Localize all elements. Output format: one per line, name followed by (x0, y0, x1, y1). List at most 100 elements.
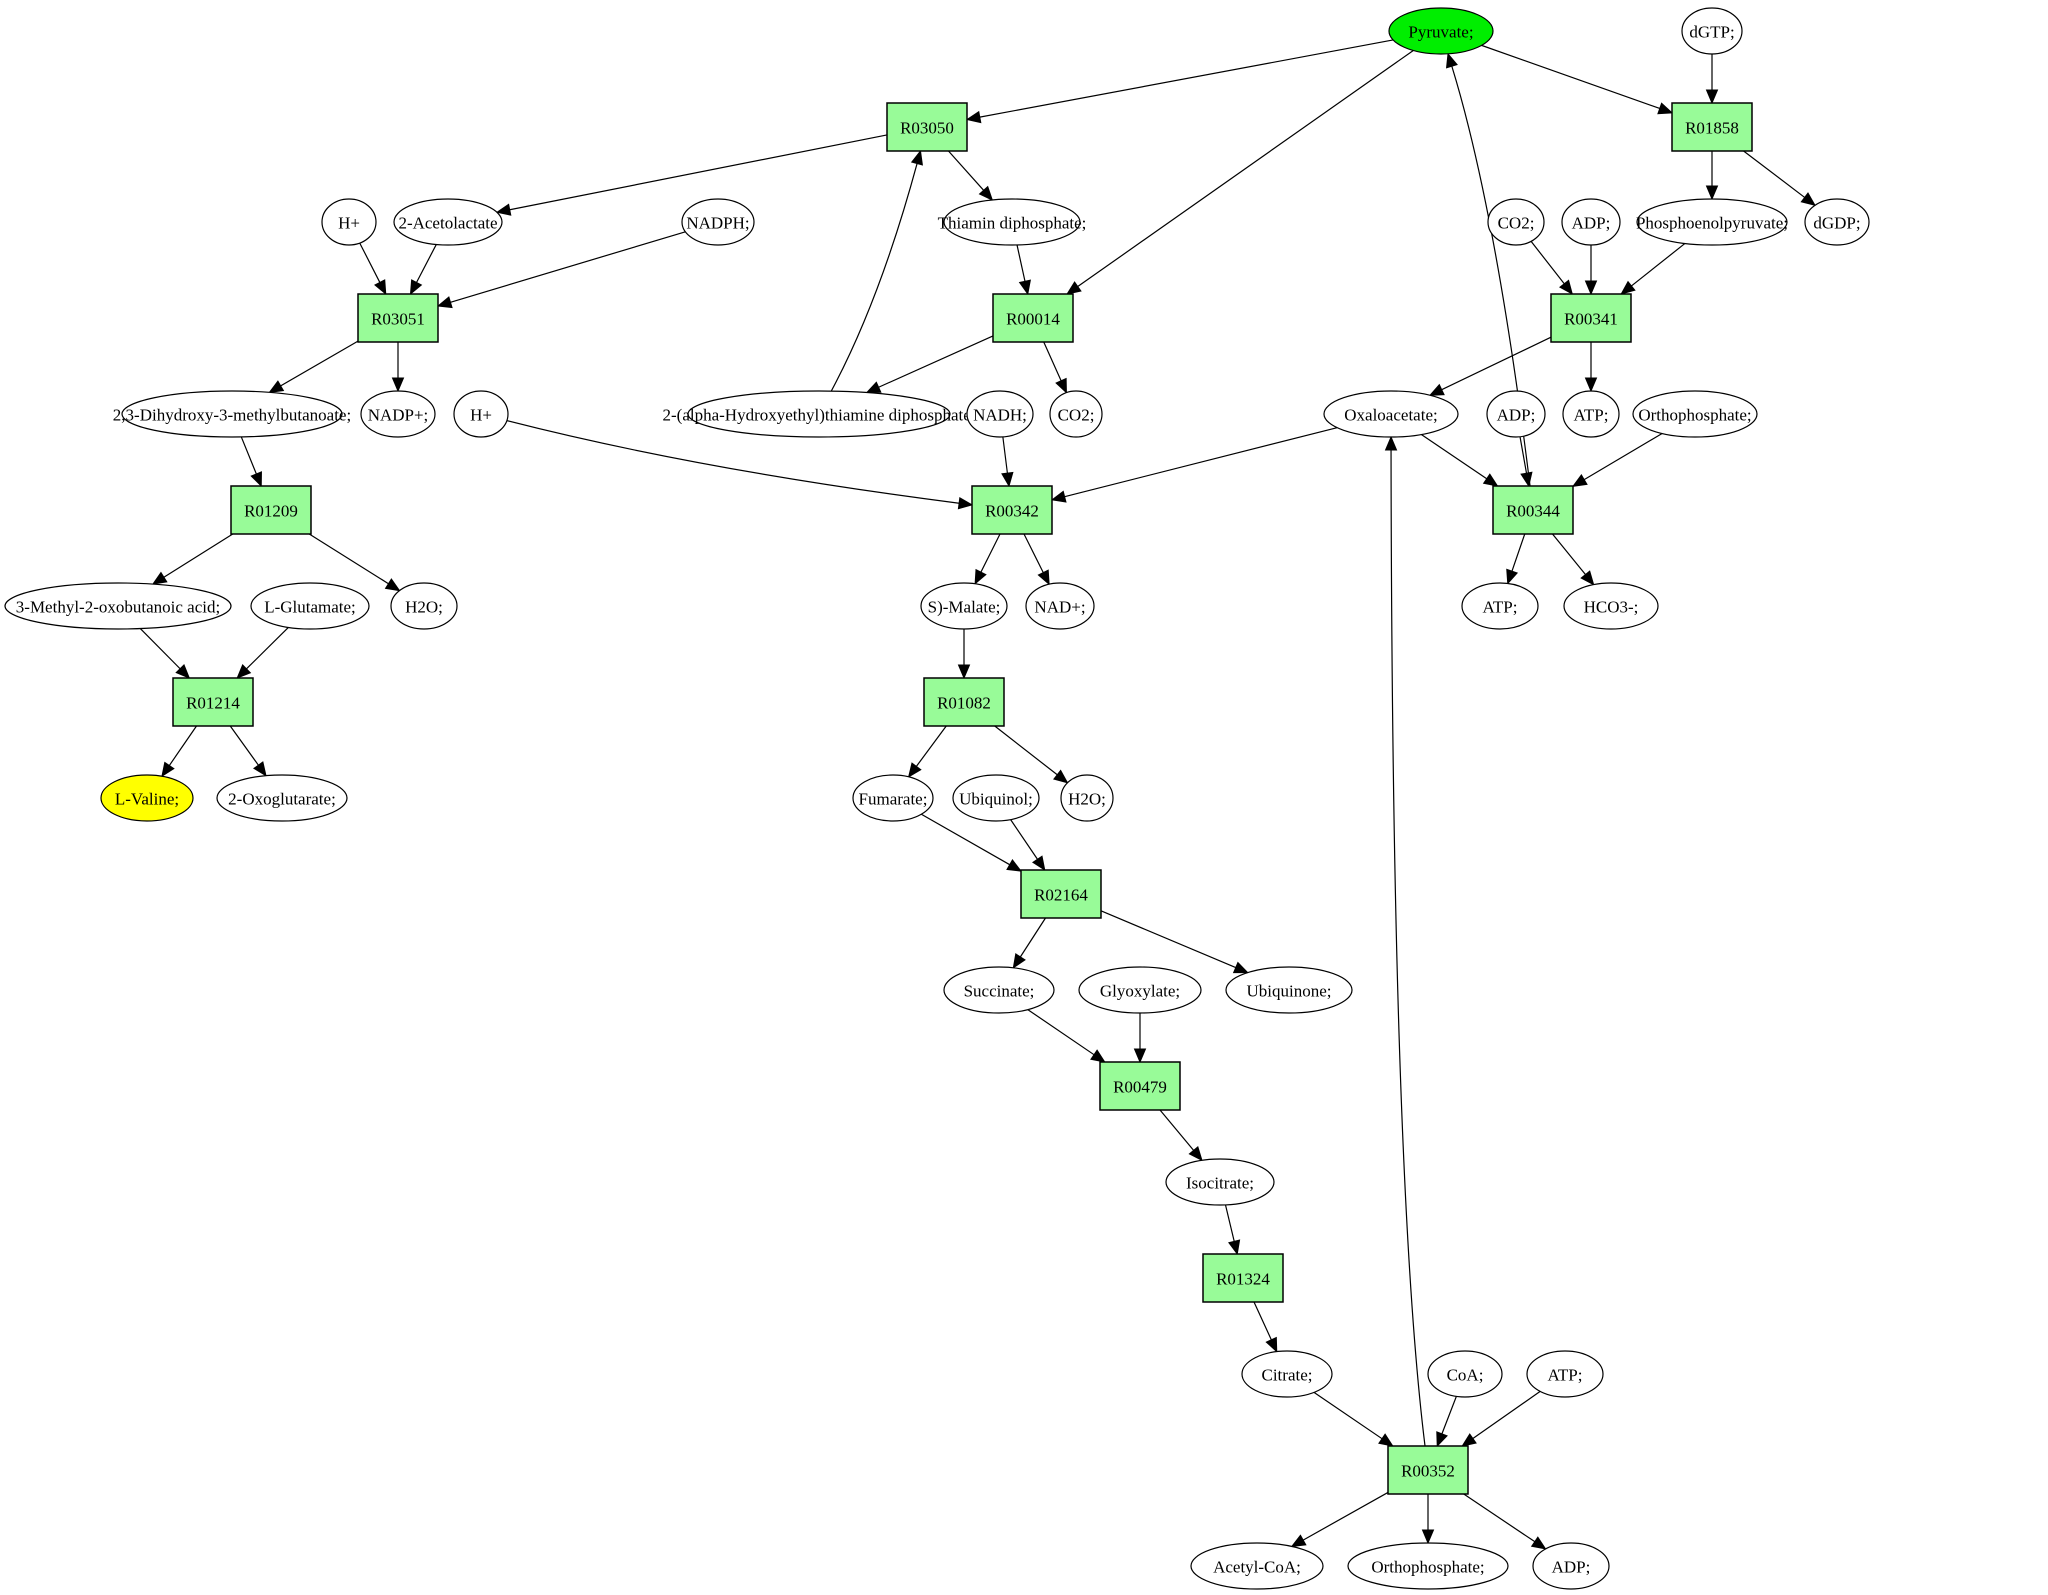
reaction-box (971, 485, 1053, 535)
reaction-node-R00341[interactable]: R00341 (1550, 293, 1632, 343)
edge-thiamin-to-R00014 (1016, 244, 1031, 296)
reaction-node-R01209[interactable]: R01209 (230, 485, 312, 535)
compound-node-h2o2[interactable]: H2O; (1060, 774, 1114, 822)
compound-node-co2a[interactable]: CO2; (1487, 198, 1545, 246)
compound-node-ubiquinone[interactable]: Ubiquinone; (1225, 966, 1353, 1014)
compound-node-nadph[interactable]: NADPH; (681, 198, 755, 246)
arrowhead-icon (1053, 769, 1069, 784)
reaction-node-R00479[interactable]: R00479 (1099, 1061, 1181, 1111)
edge-R03050-to-thiamin (948, 150, 994, 201)
compound-node-ubiquinol[interactable]: Ubiquinol; (952, 774, 1040, 822)
reaction-node-R01858[interactable]: R01858 (1671, 102, 1753, 152)
edge-line (1530, 240, 1565, 285)
reaction-node-R00014[interactable]: R00014 (992, 293, 1074, 343)
compound-node-hydroxyethyl[interactable]: 2-(alpha-Hydroxyethyl)thiamine diphospha… (663, 390, 976, 438)
compound-node-adp3[interactable]: ADP; (1532, 1542, 1610, 1590)
arrowhead-icon (1232, 961, 1249, 974)
edge-R01858-to-dgdp (1743, 150, 1817, 207)
compound-node-dgtp[interactable]: dGTP; (1681, 7, 1743, 55)
compound-node-oxaloacetate[interactable]: Oxaloacetate; (1323, 390, 1459, 438)
arrowhead-icon (1265, 1336, 1278, 1353)
edge-line (1743, 150, 1806, 198)
compound-ellipse (966, 390, 1034, 438)
compound-ellipse (1563, 582, 1659, 630)
compound-node-succinate[interactable]: Succinate; (943, 966, 1055, 1014)
compound-node-hplus1[interactable]: H+ (321, 198, 377, 246)
compound-node-hplus2[interactable]: H+ (453, 390, 509, 438)
edge-oxaloacetate-to-R00344 (1420, 434, 1499, 487)
compound-node-atp1[interactable]: ATP; (1562, 390, 1620, 438)
arrowhead-icon (865, 381, 882, 394)
edge-line (246, 626, 289, 670)
compound-node-atp2[interactable]: ATP; (1461, 582, 1539, 630)
compound-node-orthophosphate1[interactable]: Orthophosphate; (1632, 390, 1758, 438)
compound-node-thiamin[interactable]: Thiamin diphosphate; (938, 198, 1087, 246)
reaction-node-R00344[interactable]: R00344 (1492, 485, 1574, 535)
edge-isocitrate-to-R01324 (1224, 1204, 1241, 1256)
compound-node-acetolactate[interactable]: 2-Acetolactate (393, 198, 503, 246)
node-label: Phosphoenolpyruvate; (1636, 214, 1788, 233)
edge-ubiquinol-to-R02164 (1010, 819, 1046, 872)
reaction-node-R01324[interactable]: R01324 (1202, 1253, 1284, 1303)
node-label: Ubiquinol; (959, 790, 1033, 809)
compound-node-oxoglutarate[interactable]: 2-Oxoglutarate; (216, 774, 348, 822)
compound-node-nadplus[interactable]: NAD+; (1025, 582, 1095, 630)
compound-node-fumarate[interactable]: Fumarate; (852, 774, 934, 822)
reaction-node-R00342[interactable]: R00342 (971, 485, 1053, 535)
compound-node-pep[interactable]: Phosphoenolpyruvate; (1636, 198, 1788, 246)
compound-node-valine[interactable]: L-Valine; (100, 774, 194, 822)
arrowhead-icon (1066, 281, 1082, 295)
compound-node-dihydroxy[interactable]: 2,3-Dihydroxy-3-methylbutanoate; (113, 390, 351, 438)
compound-node-orthophosphate2[interactable]: Orthophosphate; (1347, 1542, 1509, 1590)
node-label: Pyruvate; (1408, 23, 1473, 42)
node-label: R00342 (985, 502, 1039, 521)
reaction-box (230, 485, 312, 535)
compound-node-pyruvate[interactable]: Pyruvate; (1388, 7, 1494, 55)
compound-ellipse (920, 582, 1008, 630)
edge-line (308, 533, 389, 585)
arrowhead-icon (495, 203, 512, 216)
compound-node-nadp[interactable]: NADP+; (360, 390, 436, 438)
edge-line (830, 163, 918, 392)
compound-node-co2b[interactable]: CO2; (1049, 390, 1103, 438)
compound-ellipse (360, 390, 436, 438)
edge-line (1016, 244, 1026, 282)
compound-node-methyloxo[interactable]: 3-Methyl-2-oxobutanoic acid; (4, 582, 232, 630)
compound-node-coa[interactable]: CoA; (1427, 1350, 1503, 1398)
compound-node-h2o1[interactable]: H2O; (390, 582, 458, 630)
reaction-node-R01214[interactable]: R01214 (172, 677, 254, 727)
edge-R01082-to-fumarate (907, 725, 947, 778)
compound-node-atp3[interactable]: ATP; (1526, 1350, 1604, 1398)
edge-line (506, 420, 960, 504)
compound-ellipse (1561, 198, 1621, 246)
edge-line (1002, 436, 1008, 474)
compound-node-acetylcoa[interactable]: Acetyl-CoA; (1190, 1542, 1324, 1590)
edge-line (980, 533, 1001, 573)
reaction-node-R00352[interactable]: R00352 (1387, 1445, 1469, 1495)
edge-line (979, 39, 1394, 118)
reaction-node-R03050[interactable]: R03050 (886, 102, 968, 152)
compound-ellipse (1562, 390, 1620, 438)
edge-line (1302, 1491, 1389, 1541)
reaction-node-R02164[interactable]: R02164 (1020, 869, 1102, 919)
compound-node-malate[interactable]: S)-Malate; (920, 582, 1008, 630)
compound-node-dgdp[interactable]: dGDP; (1804, 198, 1870, 246)
arrowhead-icon (268, 380, 285, 394)
edge-line (163, 533, 234, 578)
compound-node-glyoxylate[interactable]: Glyoxylate; (1078, 966, 1202, 1014)
compound-node-isocitrate[interactable]: Isocitrate; (1165, 1158, 1275, 1206)
edge-coa-to-R00352 (1436, 1396, 1457, 1448)
compound-ellipse (1681, 7, 1743, 55)
arrowhead-icon (1012, 953, 1026, 969)
reaction-node-R03051[interactable]: R03051 (357, 293, 439, 343)
compound-node-adp1[interactable]: ADP; (1561, 198, 1621, 246)
compound-node-nadh[interactable]: NADH; (966, 390, 1034, 438)
compound-ellipse (1323, 390, 1459, 438)
compound-node-citrate[interactable]: Citrate; (1241, 1350, 1333, 1398)
compound-ellipse (121, 390, 343, 438)
reaction-node-R01082[interactable]: R01082 (923, 677, 1005, 727)
compound-node-hco3[interactable]: HCO3-; (1563, 582, 1659, 630)
compound-node-glutamate[interactable]: L-Glutamate; (250, 582, 370, 630)
edge-line (359, 242, 381, 283)
compound-node-adp2[interactable]: ADP; (1486, 390, 1546, 438)
